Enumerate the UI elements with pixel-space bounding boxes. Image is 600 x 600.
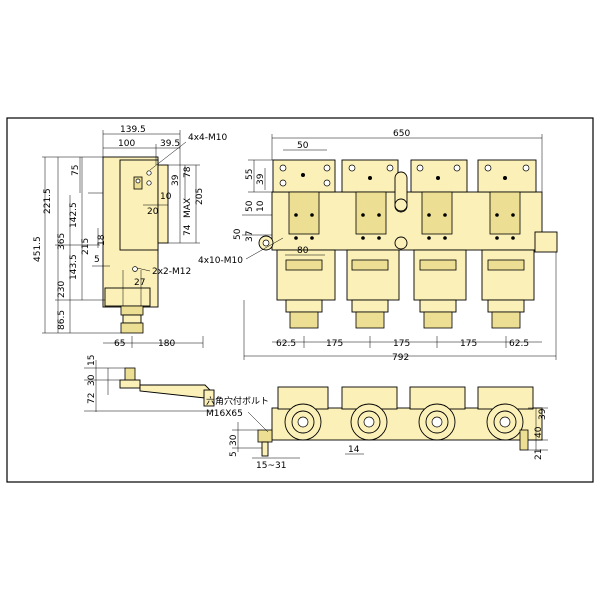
drawing-frame: [6, 117, 594, 483]
dim-74: 74: [183, 224, 193, 236]
dim-78: 78: [183, 166, 193, 178]
front-holes: [279, 164, 530, 240]
dim-80: 80: [297, 246, 309, 256]
dim-15: 15: [87, 355, 97, 366]
dim-27: 27: [134, 278, 145, 288]
bottom-view: 六角穴付ボルト M16X65 30 5 15~31 14 40 39 21: [206, 386, 548, 471]
dim-10: 10: [160, 192, 172, 202]
side-view: 139.5 100 39.5 4x4-M10 39 78 MAX 205 74 …: [33, 125, 228, 349]
dim-15-31: 15~31: [256, 461, 286, 471]
dim-55: 55: [245, 169, 255, 180]
lever-view: 15 30 72: [84, 355, 215, 412]
dim-143-5: 143.5: [69, 254, 79, 280]
dim-5-bottom: 5: [229, 451, 239, 457]
dim-65: 65: [114, 339, 125, 349]
dim-139-5: 139.5: [120, 125, 146, 135]
dim-221-5: 221.5: [43, 188, 53, 214]
screw-label-4x4-m10: 4x4-M10: [188, 133, 228, 143]
dim-50b-front: 50: [233, 228, 243, 240]
dim-75: 75: [71, 165, 81, 176]
bolt-label-2x2-m12: 2x2-M12: [152, 267, 191, 277]
dim-50-front: 50: [245, 200, 255, 212]
dim-39-bottom: 39: [538, 408, 548, 420]
dim-max: MAX: [183, 198, 193, 218]
dim-230: 230: [57, 281, 67, 298]
bottom-rings: [284, 403, 524, 441]
dim-39-front: 39: [256, 173, 266, 185]
dim-175-a: 175: [326, 339, 343, 349]
dim-62-5-left: 62.5: [276, 339, 296, 349]
dim-86-5: 86.5: [57, 310, 67, 330]
dim-21-bottom: 21: [534, 449, 544, 460]
dim-14: 14: [348, 445, 360, 455]
dim-72: 72: [87, 393, 97, 404]
dim-39-5: 39.5: [160, 139, 180, 149]
dim-215: 215: [81, 238, 91, 255]
dim-10-front: 10: [256, 200, 266, 212]
dim-30: 30: [87, 374, 97, 386]
dim-175-b: 175: [393, 339, 410, 349]
dim-18: 18: [97, 234, 107, 246]
screw-label-4x10-m10: 4x10-M10: [198, 256, 243, 266]
dim-37-front: 37: [245, 231, 255, 242]
dim-175-c: 175: [460, 339, 477, 349]
dim-20: 20: [147, 207, 159, 217]
dim-365: 365: [57, 233, 67, 250]
front-view: 650 50 55 39 50 10 50 37 80 4x10-M10 62.…: [198, 129, 558, 363]
dim-5: 5: [94, 255, 100, 265]
dim-39: 39: [171, 174, 181, 186]
dim-top-50: 50: [297, 141, 309, 151]
dim-100: 100: [118, 139, 135, 149]
bolt-label-jp: 六角穴付ボルト: [206, 395, 269, 407]
dim-205: 205: [195, 188, 205, 205]
dim-62-5-right: 62.5: [509, 339, 529, 349]
dim-650: 650: [393, 129, 410, 139]
dim-451-5: 451.5: [33, 236, 43, 262]
clamp-module-1: [272, 159, 336, 329]
dim-30-bottom: 30: [229, 434, 239, 446]
dim-142-5: 142.5: [69, 202, 79, 228]
bolt-size-m16x65: M16X65: [206, 409, 243, 419]
dim-792: 792: [392, 353, 409, 363]
dim-40-bottom: 40: [534, 426, 544, 438]
dim-180: 180: [158, 339, 175, 349]
